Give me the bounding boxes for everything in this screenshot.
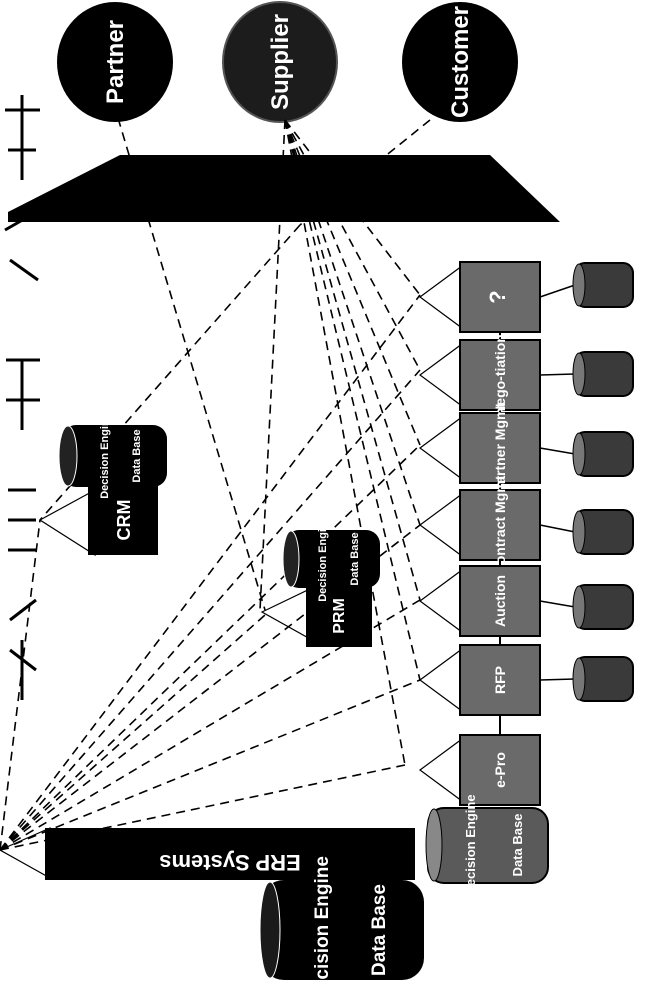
epro-db-label: Data Base: [510, 814, 525, 877]
module-db-cap: [572, 263, 586, 307]
module-db-cap: [572, 510, 586, 554]
module-connector-rfp: [418, 647, 463, 713]
module-label-nego-tiation: Nego-tiation: [492, 334, 508, 416]
erp-system: ERP Systems Decision Engine Data Base: [0, 827, 424, 992]
gateway-portal-shape: [8, 155, 560, 222]
prm-engine-label: Decision Engine: [317, 516, 329, 602]
module-connector-contract-mgmt: [418, 492, 463, 558]
left-title-glyphs: [4, 95, 41, 700]
module-label-partner-mgmt: Partner Mgmt: [492, 403, 508, 494]
prm-system: PRM Decision Engine Data Base: [260, 516, 380, 647]
supplier-label: Supplier: [267, 14, 294, 110]
module-box-e-pro: [459, 734, 541, 806]
module-connector-partner-mgmt: [418, 415, 463, 481]
module-label-contract-mgmt: Contract Mgmt: [492, 475, 508, 574]
module-db-link: [539, 524, 576, 533]
module-db-link: [539, 447, 576, 455]
crm-engine-label: Decision Engine: [99, 413, 111, 499]
module-connector-auction: [418, 568, 463, 634]
prm-label: PRM: [331, 598, 348, 634]
module-db-link: [539, 678, 576, 681]
customer-entity: Customer: [402, 2, 518, 122]
module-box-contract-mgmt: [459, 489, 541, 561]
module-connector-nego-tiation: [418, 342, 463, 408]
module-box-partner-mgmt: [459, 412, 541, 484]
module-db-cap: [572, 585, 586, 629]
erp-label: ERP Systems: [159, 850, 300, 875]
crm-label: CRM: [114, 500, 134, 541]
module-label-e-pro: e-Pro: [492, 752, 508, 788]
module-db-link: [539, 284, 576, 298]
partner-entity: Partner: [57, 2, 173, 122]
erp-engine-label: Decision Engine: [312, 856, 333, 992]
module-db-cap: [572, 657, 586, 701]
prm-db-label: Data Base: [349, 532, 361, 585]
erp-db-label: Data Base: [369, 884, 390, 976]
crm-system: CRM Decision Engine Data Base: [38, 413, 167, 557]
crm-db-label: Data Base: [131, 429, 143, 482]
partner-label: Partner: [102, 20, 129, 104]
module-connector-unknown: [418, 264, 463, 330]
epro-engine-label: Decision Engine: [463, 794, 478, 895]
customer-label: Customer: [447, 6, 474, 118]
module-connector-e-pro: [418, 737, 463, 803]
module-db-link: [539, 600, 576, 608]
module-db-cap: [572, 432, 586, 476]
module-label-rfp: RFP: [492, 666, 508, 694]
supplier-entity: Supplier: [222, 1, 338, 123]
module-db-cap: [572, 352, 586, 396]
module-label-unknown: ?: [485, 290, 510, 303]
module-db-link: [539, 373, 576, 376]
module-label-auction: Auction: [492, 575, 508, 627]
module-box-nego-tiation: [459, 339, 541, 411]
epro-database: Decision Engine Data Base: [425, 794, 549, 896]
